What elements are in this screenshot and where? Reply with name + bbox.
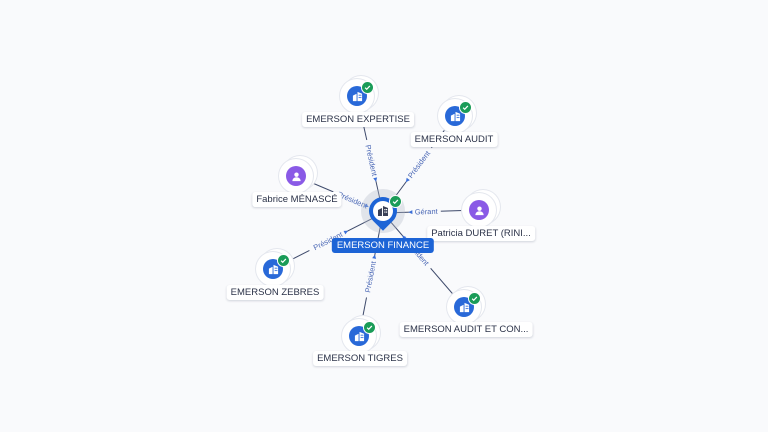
edge-label-expertise: Président [363,144,379,178]
company-icon [373,201,393,221]
edge-arrow-icon [343,230,349,235]
edge-label-group-duret: Gérant [411,206,441,217]
node-label[interactable]: EMERSON ZEBRES [226,285,324,300]
edge-arrow-icon [372,254,377,259]
node-label[interactable]: Fabrice MÉNASCÉ [252,192,342,207]
verified-check-icon [361,81,374,94]
edge-label-bg [411,206,441,217]
edge-label-audit: Président [406,148,433,180]
edge-label-group-audit: Président [402,144,435,184]
edge-label-bg [402,144,435,184]
center-node-label[interactable]: EMERSON FINANCE [331,238,435,253]
person-icon [469,200,489,220]
verified-check-icon [389,195,402,208]
edge-label-group-tigres: Président [361,255,379,299]
edge-label-bg [307,227,349,255]
edge-arrow-icon [373,177,378,182]
node-label[interactable]: EMERSON EXPERTISE [302,112,414,127]
person-icon [286,166,306,186]
verified-check-icon [468,292,481,305]
edge-arrow-icon [364,203,369,208]
verified-check-icon [459,101,472,114]
node-label[interactable]: EMERSON TIGRES [313,351,407,366]
edge-label-bg [361,255,379,299]
node-label[interactable]: Patricia DURET (RINI... [427,226,535,241]
edge-arrow-icon [408,210,413,215]
verified-check-icon [277,254,290,267]
edge-label-duret: Gérant [415,207,439,217]
edge-label-bg [331,187,374,212]
edge-label-tigres: Président [363,260,378,294]
edge-arrow-icon [405,177,410,183]
node-label[interactable]: EMERSON AUDIT ET CON... [399,322,533,337]
node-label[interactable]: EMERSON AUDIT [410,132,498,147]
edge-label-bg [362,138,381,182]
edge-label-group-expertise: Président [362,138,381,182]
verified-check-icon [363,321,376,334]
